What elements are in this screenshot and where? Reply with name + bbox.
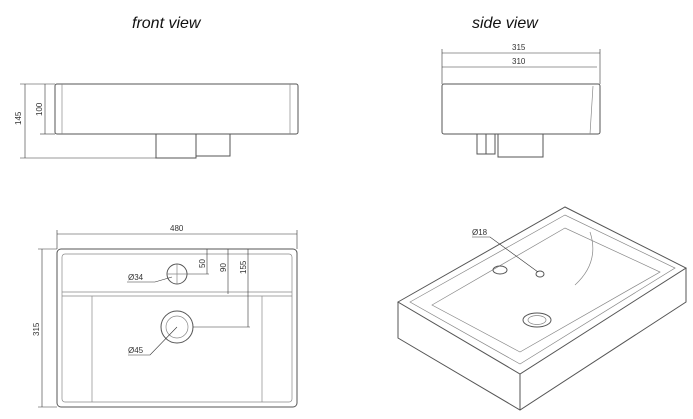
dim-side-315: 315 (512, 43, 526, 52)
label-drain: Ø45 (128, 346, 144, 355)
dim-side-310: 310 (512, 57, 526, 66)
dim-315: 315 (32, 322, 41, 336)
dim-90: 90 (219, 263, 228, 272)
side-view-title: side view (472, 15, 539, 32)
dim-100: 100 (35, 102, 44, 116)
front-plan: 480 315 50 90 155 Ø34 Ø45 (32, 224, 298, 408)
side-elevation: 315 310 (441, 43, 601, 158)
label-overflow: Ø18 (472, 228, 488, 237)
isometric-view: Ø18 (397, 206, 688, 411)
dim-50: 50 (198, 259, 207, 268)
front-view-title: front view (132, 15, 202, 32)
dim-480: 480 (170, 224, 184, 233)
dim-155: 155 (239, 260, 248, 274)
label-tap-hole: Ø34 (128, 273, 144, 282)
dim-145: 145 (14, 111, 23, 125)
front-elevation: 145 100 (14, 83, 299, 159)
